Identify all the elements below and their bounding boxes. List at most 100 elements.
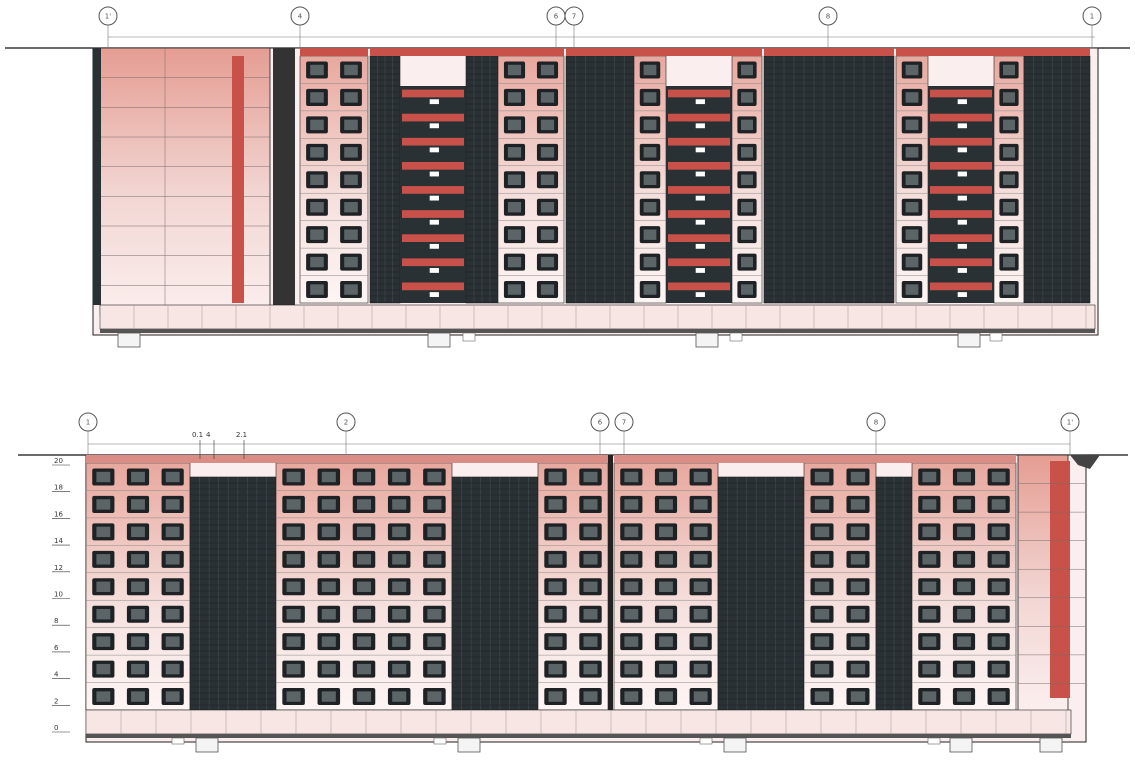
loggia-slab (930, 89, 992, 98)
window-glass (583, 554, 598, 565)
window-glass (693, 691, 708, 702)
window-glass (643, 256, 657, 268)
window-glass (814, 471, 830, 483)
window-glass (427, 691, 442, 702)
window-glass (643, 202, 657, 213)
loggia-opening (957, 171, 967, 177)
parapet (614, 455, 718, 463)
loggia-opening (957, 268, 967, 273)
gable-accent (232, 56, 244, 303)
window-glass (1003, 202, 1015, 213)
loggia-opening (695, 292, 705, 297)
window-glass (507, 92, 522, 103)
loggia-slab (668, 113, 730, 122)
window-glass (507, 256, 522, 268)
parapet (276, 455, 452, 463)
window-glass (392, 609, 407, 620)
window-glass (427, 636, 442, 647)
note-label: 2.1 (236, 431, 247, 439)
loggia-slab (668, 137, 730, 146)
loggia-opening (957, 99, 967, 105)
window-glass (957, 609, 971, 620)
window-glass (814, 691, 830, 702)
corner-column (93, 48, 101, 305)
window-glass (344, 92, 358, 103)
window-glass (741, 119, 753, 131)
level-mark-label: 12 (54, 564, 63, 572)
window-glass (624, 554, 639, 565)
window-glass (850, 581, 866, 592)
window-glass (131, 499, 145, 510)
window-glass (624, 581, 639, 592)
window-glass (321, 636, 336, 647)
plinth (99, 304, 1096, 330)
loggia-slab (668, 89, 730, 98)
window-glass (1003, 229, 1015, 240)
window-glass (548, 554, 563, 565)
axis-label: 1 (86, 419, 90, 427)
level-mark-label: 20 (54, 457, 63, 465)
window-glass (356, 663, 372, 675)
window-glass (165, 636, 180, 647)
loggia-slab (402, 161, 464, 170)
window-glass (356, 691, 372, 702)
window-glass (693, 471, 708, 483)
axis-label: 1' (105, 13, 111, 21)
window-glass (850, 636, 866, 647)
parapet (538, 455, 608, 463)
window-glass (583, 691, 598, 702)
window-glass (991, 471, 1006, 483)
glazed-facade (763, 55, 895, 304)
window-glass (548, 499, 563, 510)
level-mark-label: 8 (54, 617, 58, 625)
window-glass (624, 636, 639, 647)
window-glass (96, 526, 111, 538)
window-glass (922, 609, 937, 620)
foundation-pier (457, 737, 481, 753)
axis-bubble (1082, 6, 1102, 26)
axis-label: 7 (622, 419, 626, 427)
window-glass (548, 636, 563, 647)
window-glass (310, 64, 324, 76)
window-glass (659, 636, 673, 647)
foundation-pier (1039, 737, 1063, 753)
window-glass (165, 581, 180, 592)
window-glass (131, 609, 145, 620)
window-glass (1003, 256, 1015, 268)
window-glass (922, 526, 937, 538)
window-glass (131, 636, 145, 647)
window-glass (321, 609, 336, 620)
axis-bubble (78, 412, 98, 432)
window-glass (693, 663, 708, 675)
window-glass (643, 229, 657, 240)
loggia-stack (400, 86, 466, 303)
loggia-opening (429, 195, 439, 201)
window-glass (321, 471, 336, 483)
level-mark-label: 16 (54, 510, 63, 518)
axis-bubble (290, 6, 310, 26)
window-glass (356, 609, 372, 620)
window-glass (741, 174, 753, 185)
loggia-opening (429, 99, 439, 105)
window-glass (659, 581, 673, 592)
window-glass (356, 499, 372, 510)
window-glass (991, 499, 1006, 510)
window-glass (165, 691, 180, 702)
window-glass (583, 663, 598, 675)
window-glass (922, 636, 937, 647)
axis-bubble (866, 412, 886, 432)
loggia-slab (930, 234, 992, 242)
window-glass (310, 202, 324, 213)
loggia-opening (429, 292, 439, 297)
window-glass (905, 256, 919, 268)
window-glass (905, 92, 919, 103)
window-glass (624, 691, 639, 702)
window-glass (310, 284, 324, 295)
window-glass (344, 284, 358, 295)
axis-label: 1' (1067, 419, 1073, 427)
parapet (994, 48, 1024, 56)
window-glass (96, 663, 111, 675)
window-glass (427, 554, 442, 565)
